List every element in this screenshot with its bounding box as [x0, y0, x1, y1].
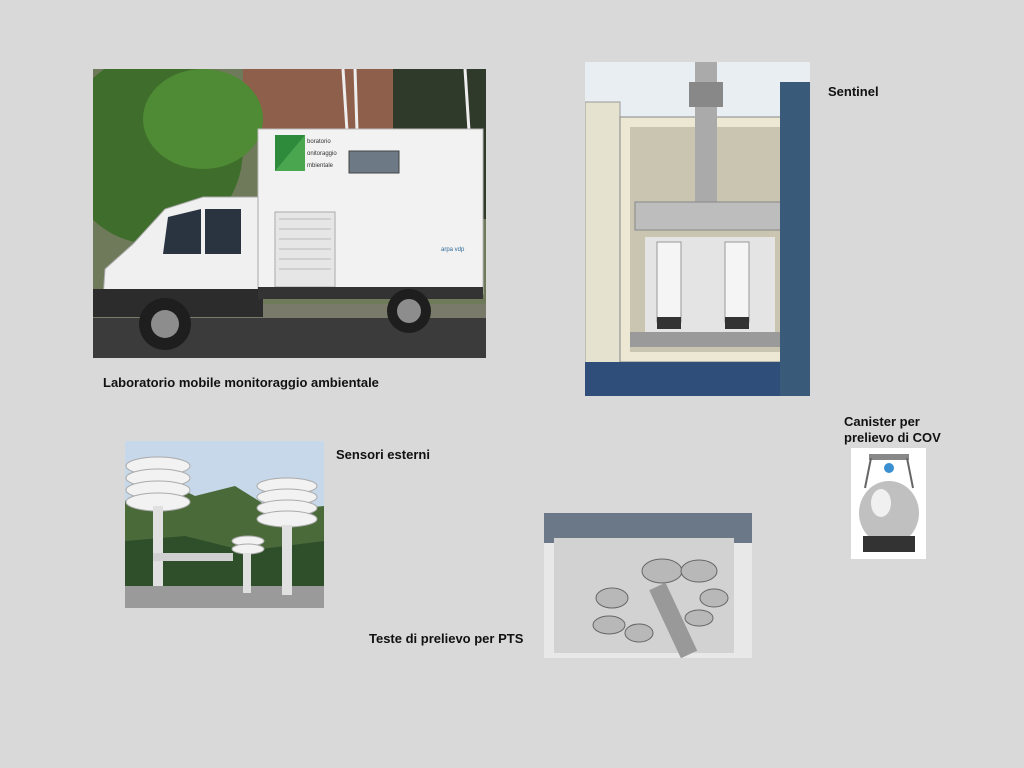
- caption-canister-line1: Canister per: [844, 414, 920, 429]
- caption-sensors: Sensori esterni: [336, 447, 430, 462]
- truck-brand: arpa vdp: [441, 247, 465, 253]
- truck-logo-line1: boratorio: [307, 139, 331, 145]
- caption-sentinel: Sentinel: [828, 84, 879, 99]
- truck-logo-line2: onitoraggio: [307, 151, 337, 157]
- caption-lab: Laboratorio mobile monitoraggio ambienta…: [103, 375, 379, 390]
- caption-canister-line2: prelievo di COV: [844, 430, 941, 445]
- mobile-lab-truck-photo: boratorio onitoraggio mbientale arpa vdp: [93, 69, 486, 358]
- pts-sampling-heads-photo: [544, 513, 752, 658]
- caption-pts: Teste di prelievo per PTS: [369, 631, 524, 646]
- canister-photo: [851, 448, 926, 559]
- truck-logo-line3: mbientale: [307, 163, 334, 169]
- external-sensors-photo: [125, 441, 324, 608]
- sentinel-photo: [585, 62, 810, 396]
